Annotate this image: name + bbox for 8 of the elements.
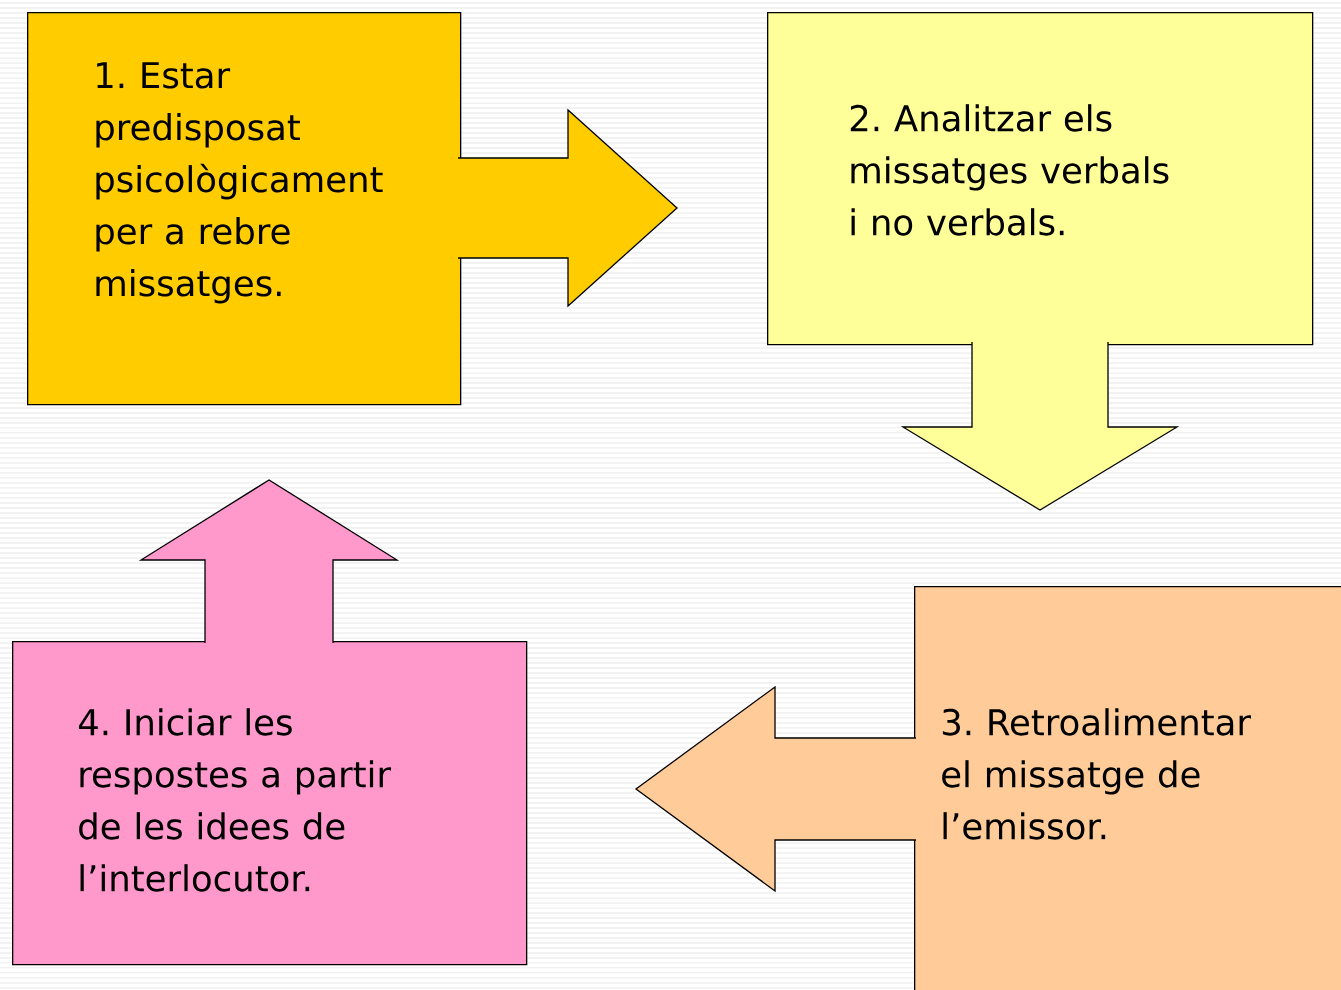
- block-arrow: [457, 108, 678, 308]
- process-box: 2. Analitzar els missatges verbals i no verbals.: [767, 12, 1314, 346]
- process-box: 3. Retroalimentar el missatge de l’emissor.: [914, 586, 1341, 990]
- block-arrow: [900, 341, 1180, 511]
- block-arrow: [138, 479, 400, 644]
- process-box: 4. Iniciar les respostes a partir de les idees de l’interlocutor.: [12, 641, 528, 966]
- process-box: 1. Estar predisposat psicològicament per a rebre missatges.: [27, 12, 462, 406]
- block-arrow: [634, 685, 917, 893]
